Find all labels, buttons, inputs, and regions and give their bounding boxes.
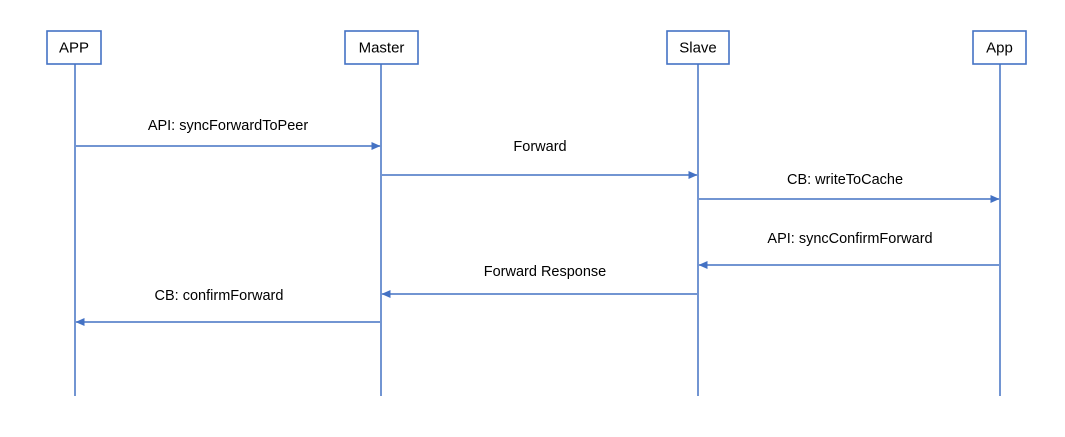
message-msg-3[interactable]: CB: writeToCache [699,172,1000,203]
message-label-msg-6: CB: confirmForward [155,288,284,304]
participant-master[interactable]: Master [344,30,419,65]
message-label-msg-4: API: syncConfirmForward [767,231,932,247]
participant-label-app-left: APP [59,39,89,56]
message-msg-4[interactable]: API: syncConfirmForward [698,231,999,269]
participants-group: APP Master Slave App [46,30,1027,65]
participant-box-app-left [46,30,102,65]
participant-label-slave: Slave [679,39,717,56]
participant-app-left[interactable]: APP [46,30,102,65]
message-label-msg-2: Forward [513,139,566,155]
participant-label-app-right: App [986,39,1013,56]
participant-app-right[interactable]: App [972,30,1027,65]
message-msg-6[interactable]: CB: confirmForward [75,288,380,326]
participant-box-slave [666,30,730,65]
participant-box-master [344,30,419,65]
message-msg-2[interactable]: Forward [382,139,698,179]
lifelines-group [74,64,1001,396]
message-label-msg-1: API: syncForwardToPeer [148,118,309,134]
participant-label-master: Master [359,39,405,56]
message-msg-5[interactable]: Forward Response [381,264,697,298]
participant-slave[interactable]: Slave [666,30,730,65]
message-label-msg-5: Forward Response [484,264,607,280]
participant-box-app-right [972,30,1027,65]
message-msg-1[interactable]: API: syncForwardToPeer [76,118,381,150]
message-label-msg-3: CB: writeToCache [787,172,903,188]
